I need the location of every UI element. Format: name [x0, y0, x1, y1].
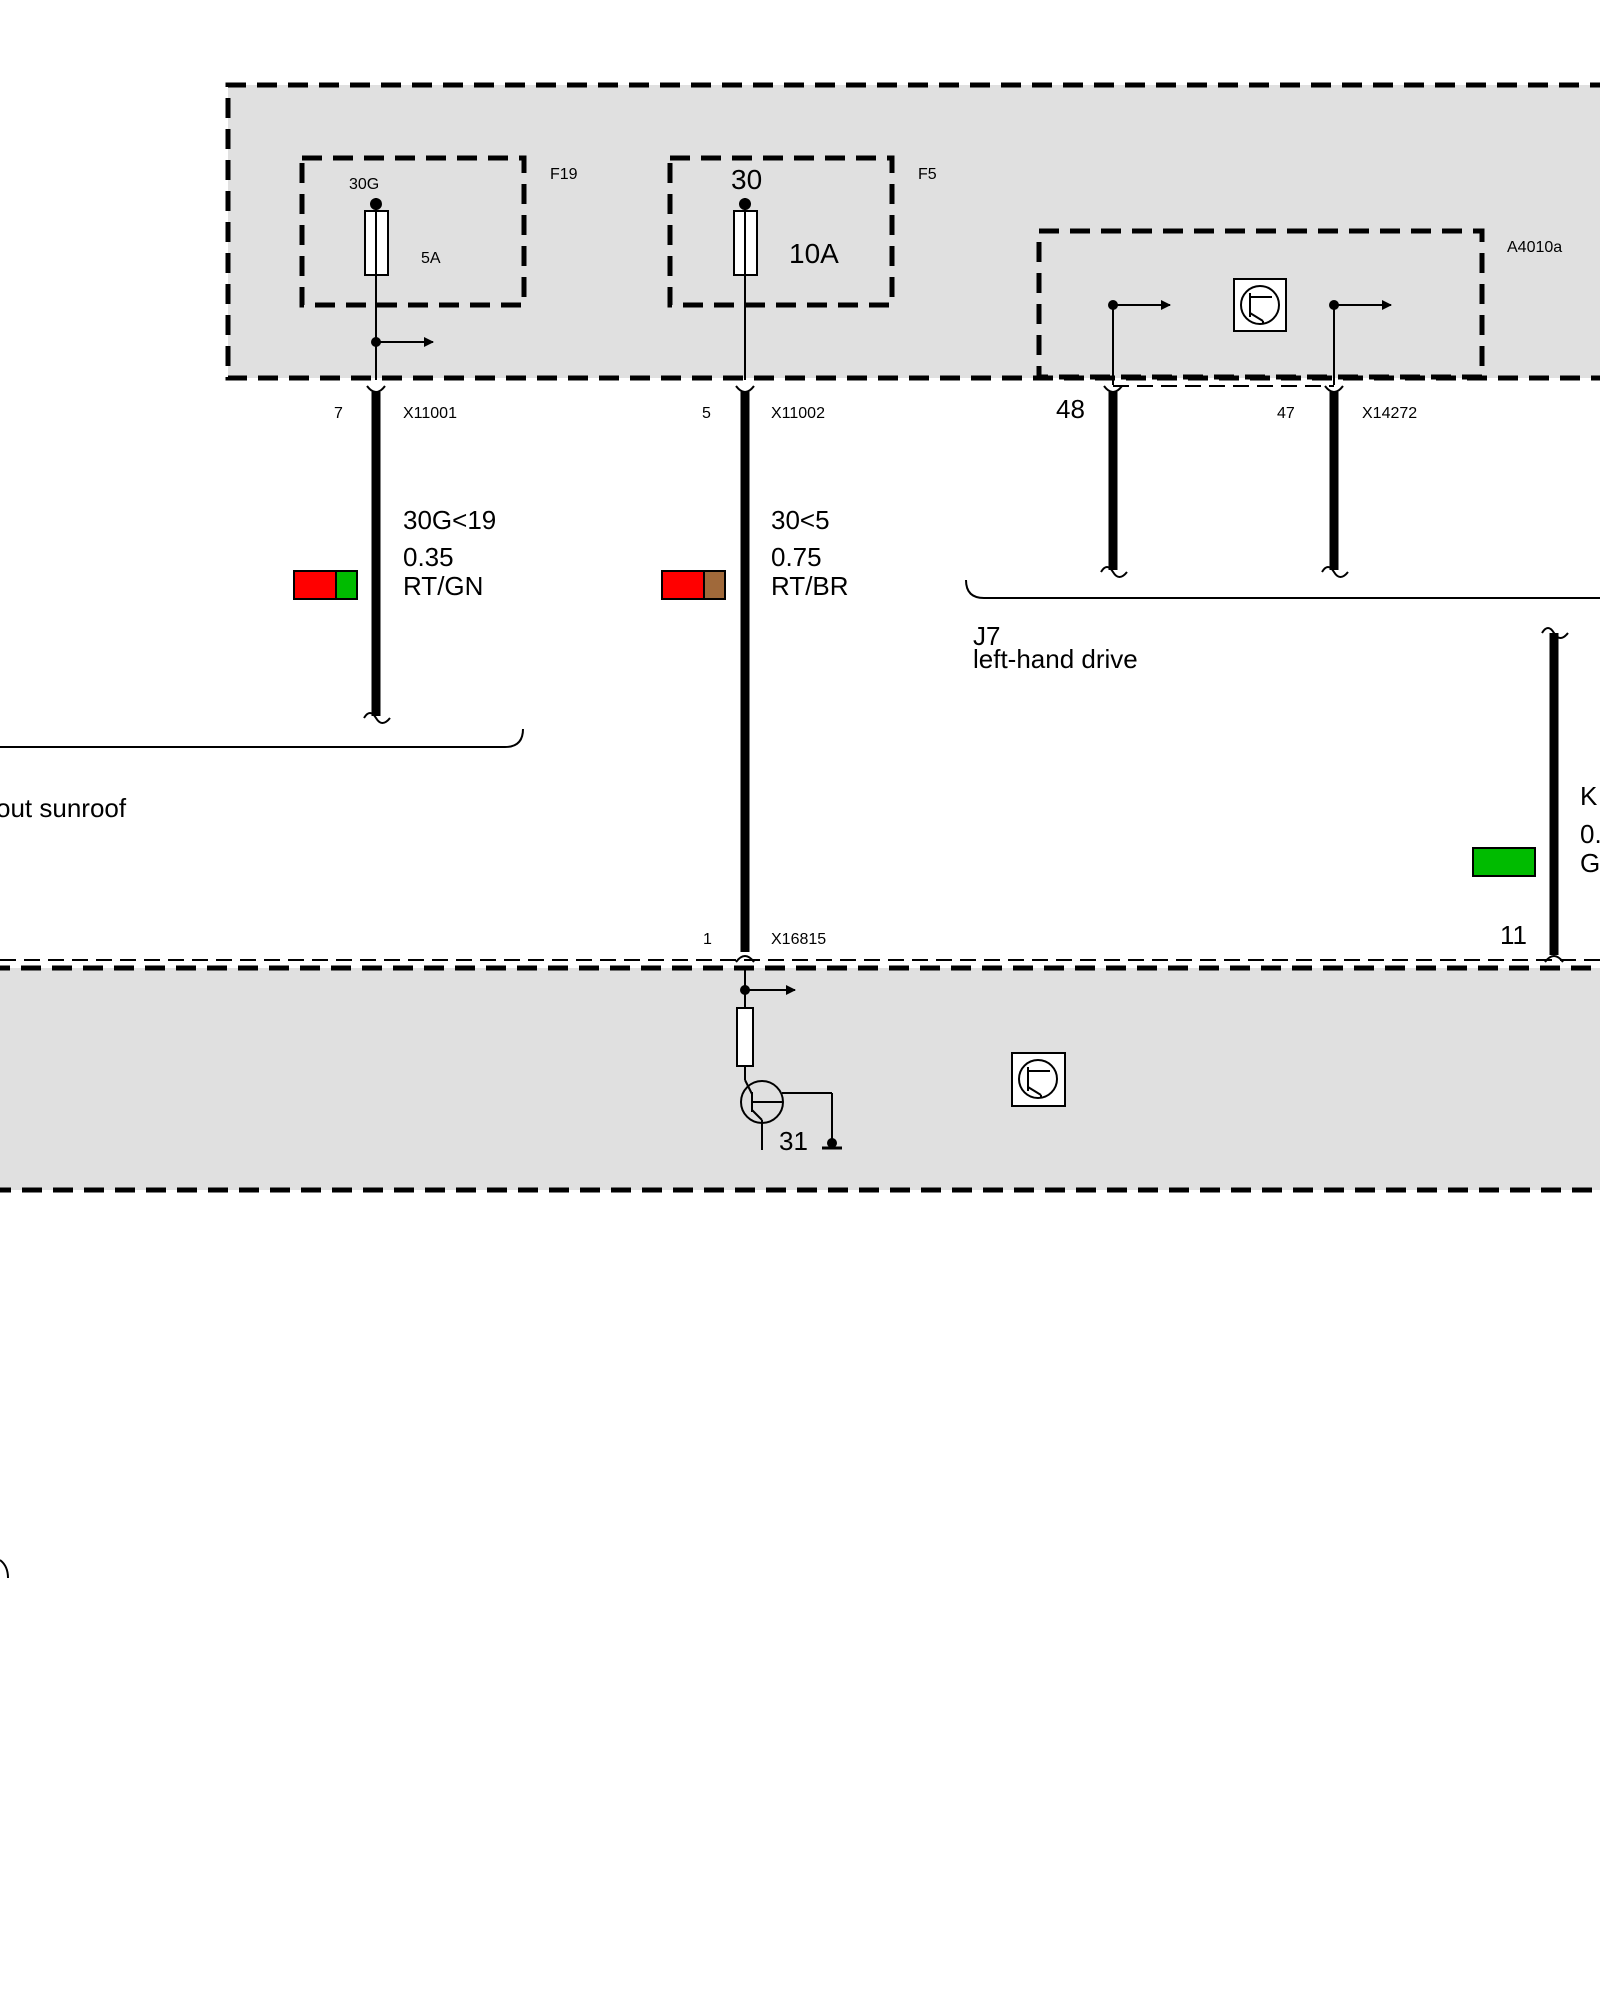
resistor-symbol — [736, 1007, 754, 1067]
wire-pin-47[interactable] — [1321, 392, 1349, 578]
connector-x16815[interactable]: 1 X16815 — [703, 931, 1564, 963]
connector-x14272[interactable]: 48 47 X14272 — [1056, 385, 1417, 424]
transistor-icon-lower — [1011, 1052, 1066, 1107]
wire-rt-br-signal: 30<5 — [771, 505, 830, 535]
wire-rt-gn-color-code: RT/GN — [403, 571, 483, 601]
connector-x14272-pin-b: 47 — [1277, 405, 1295, 422]
fuse-f5-rating: 10A — [789, 238, 839, 269]
wire-rt-br-size: 0.75 — [771, 542, 822, 572]
fuse-f5-id: F5 — [918, 166, 937, 183]
wire-rt-br-color-code: RT/BR — [771, 571, 849, 601]
connector-x11002-pin: 5 — [702, 405, 711, 422]
transistor-symbol — [740, 1079, 842, 1150]
wire-rt-gn[interactable]: 30G<19 0.35 RT/GN — [293, 392, 496, 724]
lower-housing — [0, 965, 1600, 1193]
right-pin-number: 11 — [1500, 920, 1527, 950]
fuse-f19-id: F19 — [550, 166, 578, 183]
fuse-f19-rating: 5A — [421, 250, 441, 267]
connector-x16815-pin: 1 — [703, 931, 712, 948]
variant-j7-code: J7 — [973, 621, 1000, 651]
connector-x11002-name: X11002 — [771, 405, 825, 422]
variant-bracket-j7: J7 left-hand drive — [965, 579, 1600, 674]
fuse-f19-terminal: 30G — [349, 176, 379, 193]
wire-pin-48[interactable] — [1100, 392, 1128, 578]
fuse-f5-terminal: 30 — [731, 164, 762, 195]
connector-x11002[interactable]: 5 X11002 — [702, 385, 825, 422]
wire-green-signal: K — [1580, 781, 1598, 811]
wire-rt-br-color-swatch — [661, 570, 726, 600]
wire-rt-gn-color-swatch — [293, 570, 358, 600]
connector-x11001-pin: 7 — [334, 405, 343, 422]
wire-green-color-swatch — [1472, 847, 1536, 877]
wire-green-color-code: G — [1580, 848, 1600, 878]
variant-j7-note: left-hand drive — [973, 644, 1138, 674]
wire-green-size: 0. — [1580, 819, 1600, 849]
fuse-f19[interactable]: 30G 5A F19 — [299, 155, 578, 380]
module-a4010a[interactable]: A4010a — [1036, 228, 1562, 387]
variant-bracket-sunroof: out sunroof — [0, 728, 524, 823]
wire-rt-br[interactable]: 30<5 0.75 RT/BR — [661, 392, 849, 952]
connector-x11001-name: X11001 — [403, 405, 457, 422]
connector-x14272-name: X14272 — [1362, 405, 1417, 422]
wire-rt-gn-signal: 30G<19 — [403, 505, 496, 535]
variant-sunroof-note: out sunroof — [0, 793, 127, 823]
ground-terminal: 31 — [779, 1126, 808, 1156]
lower-circuit: 31 — [736, 968, 1066, 1156]
connector-x11001[interactable]: 7 X11001 — [334, 385, 457, 422]
wire-rt-gn-size: 0.35 — [403, 542, 454, 572]
fuse-f5[interactable]: 30 10A F5 — [667, 155, 937, 380]
connector-x16815-name: X16815 — [771, 931, 826, 948]
connector-x14272-pin-a: 48 — [1056, 394, 1085, 424]
wire-green[interactable]: K 0. G — [1472, 627, 1600, 955]
module-id: A4010a — [1507, 239, 1562, 256]
edge-bracket — [0, 1559, 9, 1579]
transistor-icon — [1233, 278, 1287, 332]
